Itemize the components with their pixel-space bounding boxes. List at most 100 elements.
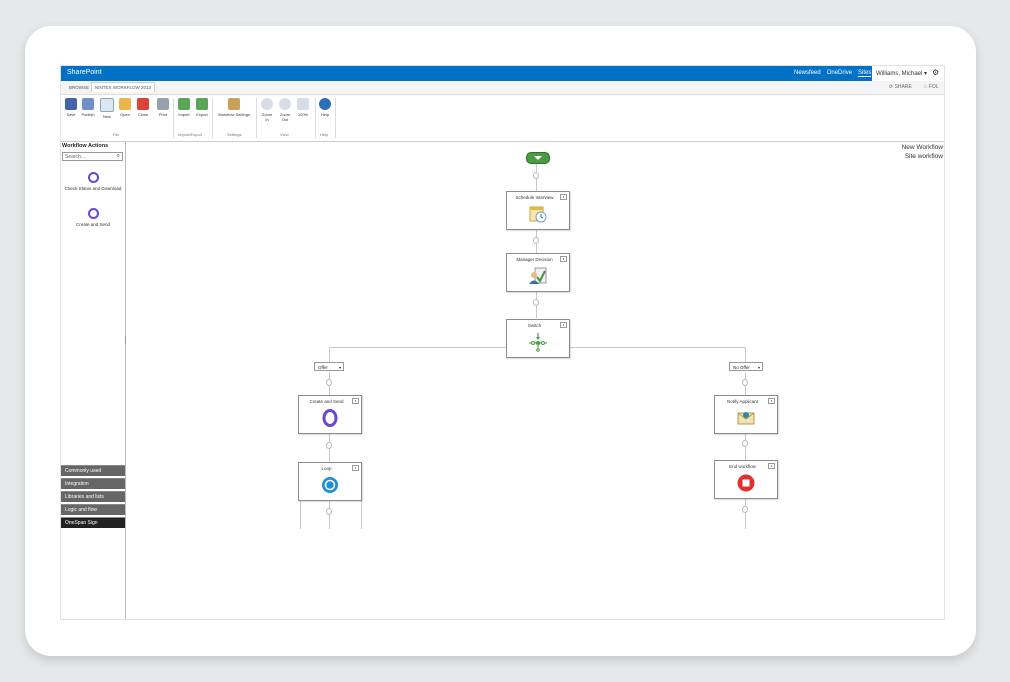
drop-point[interactable] <box>742 379 748 386</box>
action-schedule-interview[interactable]: Schedule Interview ▾ <box>506 191 570 230</box>
sharepoint-brand[interactable]: SharePoint <box>67 69 102 76</box>
onedrive-link[interactable]: OneDrive <box>826 70 853 76</box>
help-button[interactable]: Help <box>318 98 332 117</box>
newsfeed-link[interactable]: Newsfeed <box>794 70 821 76</box>
zoom-in-button[interactable]: Zoom In <box>260 98 274 122</box>
drop-point[interactable] <box>742 440 748 447</box>
share-button[interactable]: ⟳ SHARE <box>889 84 912 90</box>
workflow-start-icon[interactable] <box>526 152 550 164</box>
action-create-send[interactable]: Create and Send <box>61 208 125 228</box>
zoom-out-icon <box>279 98 291 110</box>
category-integration[interactable]: Integration <box>61 478 125 489</box>
user-name[interactable]: Williams, Michael ▾ <box>876 71 928 77</box>
search-input[interactable]: Search... ⌕ <box>62 152 123 161</box>
new-icon <box>100 98 114 112</box>
category-label: OneSpan Sign <box>65 520 98 526</box>
switch-icon <box>529 333 547 352</box>
drop-point[interactable] <box>533 172 539 179</box>
category-onespan-sign[interactable]: OneSpan Sign <box>61 517 125 528</box>
zoom-in-icon <box>261 98 273 110</box>
open-icon <box>119 98 131 110</box>
close-button[interactable]: Close <box>136 98 150 117</box>
action-menu-dropdown[interactable]: ▾ <box>768 398 775 404</box>
close-icon <box>137 98 149 110</box>
import-icon <box>178 98 190 110</box>
save-button[interactable]: Save <box>64 98 78 117</box>
workflow-settings-button[interactable]: Workflow Settings <box>215 98 253 117</box>
ribbon: Save Publish New Open Close Print Import… <box>61 95 944 142</box>
save-label: Save <box>66 112 76 117</box>
drop-point[interactable] <box>326 508 332 515</box>
share-icon: ⟳ <box>889 84 894 90</box>
gear-icon[interactable]: ⚙ <box>932 68 940 77</box>
follow-button[interactable]: ☆ FOL <box>923 84 939 90</box>
open-label: Open <box>120 112 130 117</box>
export-label: Export <box>196 112 208 117</box>
user-menu[interactable]: Williams, Michael ▾ ⚙ <box>872 66 944 81</box>
publish-button[interactable]: Publish <box>81 98 95 117</box>
action-manager-decision[interactable]: Manager Decision ▾ <box>506 253 570 292</box>
branch-label: Offer <box>318 365 328 370</box>
search-icon[interactable]: ⌕ <box>116 153 120 159</box>
group-separator <box>212 98 213 138</box>
group-settings: Settings <box>227 132 242 137</box>
drop-point[interactable] <box>326 379 332 386</box>
new-button[interactable]: New <box>100 98 114 119</box>
branch-offer[interactable]: Offer ▾ <box>314 362 344 371</box>
group-separator <box>335 98 336 138</box>
action-notify-applicant[interactable]: Notify Applicant ▾ <box>714 395 778 434</box>
drop-point[interactable] <box>533 299 539 306</box>
action-create-and-send[interactable]: Create and Send ▾ <box>298 395 362 434</box>
open-button[interactable]: Open <box>118 98 132 117</box>
follow-label: FOL <box>928 84 939 90</box>
tab-browse[interactable]: BROWSE <box>69 85 90 90</box>
action-title: End workflow <box>729 464 756 469</box>
import-button[interactable]: Import <box>177 98 191 117</box>
action-title: Notify Applicant <box>726 399 759 404</box>
group-file: File <box>113 132 120 137</box>
panel-title: Workflow Actions <box>62 143 109 149</box>
chevron-down-icon[interactable]: ▾ <box>338 365 341 370</box>
connector <box>361 498 362 529</box>
action-menu-dropdown[interactable]: ▾ <box>352 398 359 404</box>
action-title: Manager Decision <box>516 257 553 262</box>
category-commonly-used[interactable]: Commonly used <box>61 465 125 476</box>
action-check-status[interactable]: Check Status and Download <box>61 172 125 192</box>
zoom-out-button[interactable]: Zoom Out <box>278 98 292 122</box>
import-label: Import <box>178 112 190 117</box>
branch-no-offer[interactable]: No Offer ▾ <box>729 362 763 371</box>
drop-point[interactable] <box>326 442 332 449</box>
action-menu-dropdown[interactable]: ▾ <box>560 194 567 200</box>
save-icon <box>65 98 77 110</box>
zoom-100-label: 100% <box>297 112 309 117</box>
drop-point[interactable] <box>742 506 748 513</box>
action-end-workflow[interactable]: End workflow ▾ <box>714 460 778 499</box>
branch-label: No Offer <box>733 365 750 370</box>
onespan-icon <box>87 208 99 219</box>
workflow-info: New Workflow Site workflow <box>902 143 943 161</box>
action-menu-dropdown[interactable]: ▾ <box>768 463 775 469</box>
action-menu-dropdown[interactable]: ▾ <box>352 465 359 471</box>
action-switch[interactable]: Switch ▾ <box>506 319 570 358</box>
category-libraries-lists[interactable]: Libraries and lists <box>61 491 125 502</box>
action-menu-dropdown[interactable]: ▾ <box>560 256 567 262</box>
zoom-100-button[interactable]: 100% <box>296 98 310 117</box>
sites-link[interactable]: Sites <box>858 70 872 77</box>
chevron-down-icon[interactable]: ▾ <box>757 365 760 370</box>
action-label: Check Status and Download <box>64 186 122 191</box>
print-button[interactable]: Print <box>156 98 170 117</box>
category-label: Integration <box>65 481 89 487</box>
group-view: View <box>280 132 289 137</box>
workflow-settings-icon <box>228 98 240 110</box>
action-menu-dropdown[interactable]: ▾ <box>560 322 567 328</box>
onespan-icon <box>87 172 99 183</box>
email-notification-icon <box>737 412 755 425</box>
onespan-icon <box>322 409 338 427</box>
drop-point[interactable] <box>533 237 539 244</box>
category-logic-flow[interactable]: Logic and flow <box>61 504 125 515</box>
export-button[interactable]: Export <box>195 98 209 117</box>
action-loop[interactable]: Loop ▾ <box>298 462 362 501</box>
action-title: Create and Send <box>309 399 344 404</box>
tab-nintex-workflow[interactable]: NINTEX WORKFLOW 2013 <box>91 82 156 92</box>
panel-splitter[interactable] <box>125 336 126 344</box>
